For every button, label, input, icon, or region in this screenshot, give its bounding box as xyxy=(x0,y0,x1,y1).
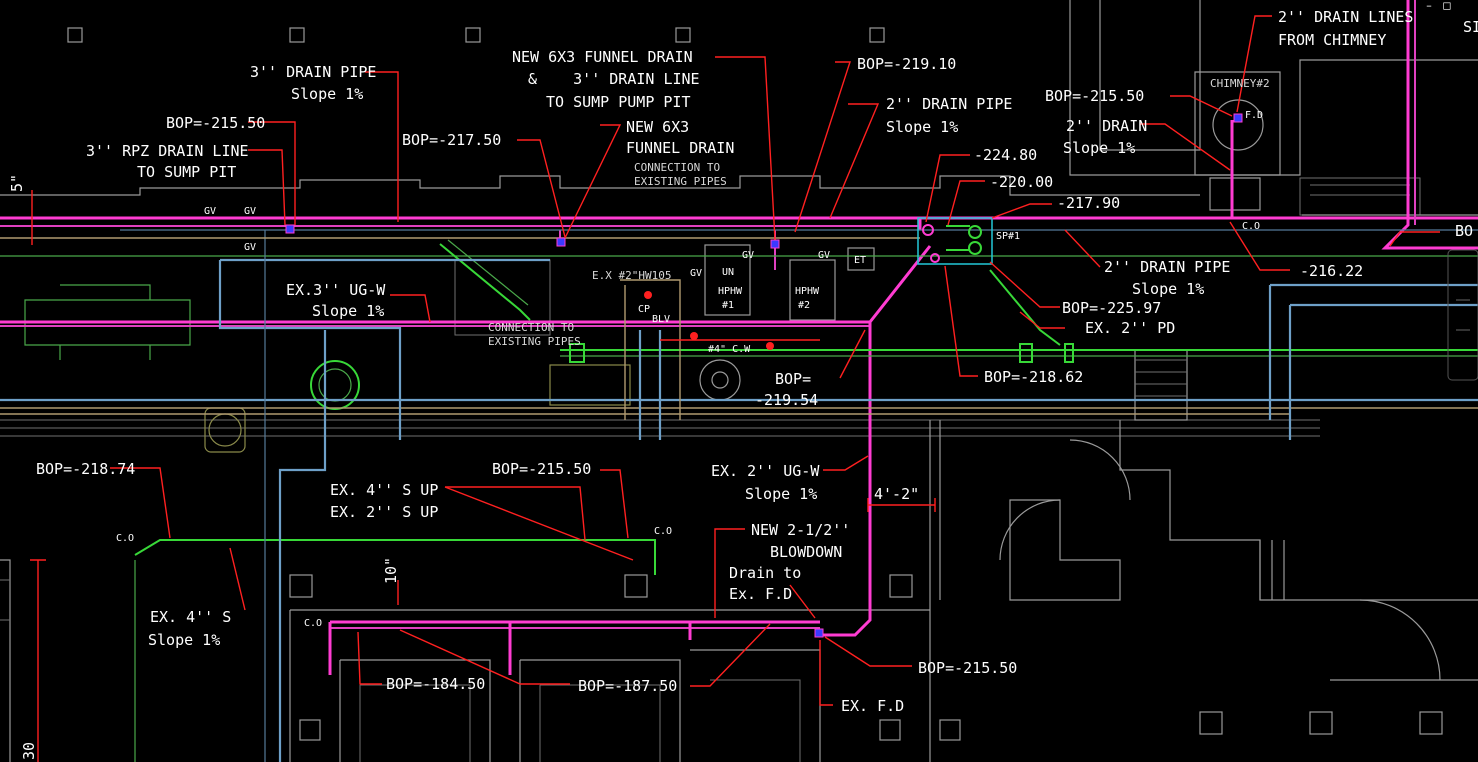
label-sp1: SP#1 xyxy=(996,231,1020,242)
label-gv-1: GV xyxy=(204,206,216,217)
label-slope-2in-top: Slope 1% xyxy=(886,118,958,136)
label-bop-218-74: BOP=-218.74 xyxy=(36,460,135,478)
label-funnel2-line1: NEW 6X3 xyxy=(626,118,689,136)
label-blowdown1: NEW 2-1/2'' xyxy=(751,521,850,539)
label-bop-218-62: BOP=-218.62 xyxy=(984,368,1083,386)
label-2in-drain-pipe-mid: 2'' DRAIN PIPE xyxy=(1104,258,1230,276)
label-bop-219-54-b: -219.54 xyxy=(755,391,818,409)
label-funnel1-line3: TO SUMP PUMP PIT xyxy=(546,93,691,111)
label-drain-to2: Ex. F.D xyxy=(729,585,792,603)
label-slope-ugw2: Slope 1% xyxy=(745,485,817,503)
label-slope-2in-drain: Slope 1% xyxy=(1063,139,1135,157)
label-rpz-line1: 3'' RPZ DRAIN LINE xyxy=(86,142,249,160)
annotations: 3'' DRAIN PIPE Slope 1% BOP=-215.50 3'' … xyxy=(8,8,1478,760)
label-bop-217-50: BOP=-217.50 xyxy=(402,131,501,149)
label-cw: #4" C.W xyxy=(708,344,751,355)
label-rpz-line2: TO SUMP PIT xyxy=(137,163,236,181)
label-dim-4-2: 4'-2" xyxy=(874,485,919,503)
label-bop-225-97: BOP=-225.97 xyxy=(1062,299,1161,317)
label-ex-hw: E.X #2"HW105 xyxy=(592,269,671,282)
label-fd-tag: F.D xyxy=(1245,110,1263,121)
label-ex-2in-s-up: EX. 2'' S UP xyxy=(330,503,438,521)
label-bop-219-10: BOP=-219.10 xyxy=(857,55,956,73)
label-si-edge: SI xyxy=(1463,18,1478,36)
label-gv-2: GV xyxy=(244,206,256,217)
label-ex-fd: EX. F.D xyxy=(841,697,904,715)
label-ex-4in-s: EX. 4'' S xyxy=(150,608,231,626)
label-gv-3: GV xyxy=(244,242,256,253)
label-slope-4in-s: Slope 1% xyxy=(148,631,220,649)
label-bop-187-50: BOP=-187.50 xyxy=(578,677,677,695)
label-slope-ugw3: Slope 1% xyxy=(312,302,384,320)
leader-lines xyxy=(31,15,1440,706)
label-gv-5: GV xyxy=(742,250,754,261)
drain-piping xyxy=(0,0,1478,675)
label-connection2-line2: EXISTING PIPES xyxy=(488,335,581,348)
label-connection1-line1: CONNECTION TO xyxy=(634,161,720,174)
label-2in-drain-pipe-top: 2'' DRAIN PIPE xyxy=(886,95,1012,113)
label-dim-30: 30 xyxy=(20,742,38,760)
label-et: ET xyxy=(854,255,866,266)
label-slope-3in: Slope 1% xyxy=(291,85,363,103)
label-ex-2in-ugw: EX. 2'' UG-W xyxy=(711,462,820,480)
label-un: UN xyxy=(722,267,734,278)
label-funnel1-line2: & 3'' DRAIN LINE xyxy=(528,70,700,88)
label-bop-215-50-right: BOP=-215.50 xyxy=(1045,87,1144,105)
label-co-right: C.O xyxy=(1242,221,1260,232)
label-elev-224-80: -224.80 xyxy=(974,146,1037,164)
navigation-bar-handle[interactable] xyxy=(1447,249,1478,381)
fixtures xyxy=(285,113,1243,638)
label-dim-5: 5" xyxy=(8,174,26,192)
label-gv-6: GV xyxy=(818,250,830,261)
label-connection1-line2: EXISTING PIPES xyxy=(634,175,727,188)
restore-button[interactable]: ◻ xyxy=(1442,0,1452,12)
label-co-left: C.O xyxy=(116,533,134,544)
label-hphw1-a: HPHW xyxy=(718,286,743,297)
label-drain-to1: Drain to xyxy=(729,564,801,582)
label-blv: BLV xyxy=(652,314,670,325)
label-3in-drain-pipe: 3'' DRAIN PIPE xyxy=(250,63,376,81)
label-gv-4: GV xyxy=(690,268,702,279)
label-funnel1-line1: NEW 6X3 FUNNEL DRAIN xyxy=(512,48,693,66)
label-chimney-tag: CHIMNEY#2 xyxy=(1210,77,1270,90)
label-chimney-lines2: FROM CHIMNEY xyxy=(1278,31,1386,49)
label-bop-184-50: BOP=-184.50 xyxy=(386,675,485,693)
label-bop-215-50-top: BOP=-215.50 xyxy=(166,114,265,132)
label-co-mid: C.O xyxy=(654,526,672,537)
label-dim-10: 10" xyxy=(382,557,400,584)
label-slope-2in-mid: Slope 1% xyxy=(1132,280,1204,298)
label-co-bottom: C.O xyxy=(304,618,322,629)
label-blowdown2: BLOWDOWN xyxy=(770,543,842,561)
label-elev-220-00: -220.00 xyxy=(990,173,1053,191)
label-hphw2-a: HPHW xyxy=(795,286,820,297)
label-bop-215-50-mid: BOP=-215.50 xyxy=(492,460,591,478)
water-piping xyxy=(0,229,1478,762)
label-bop-215-50-bottom: BOP=-215.50 xyxy=(918,659,1017,677)
sewer-piping xyxy=(0,239,1478,762)
label-elev-216-22: -216.22 xyxy=(1300,262,1363,280)
sump-pit-sp1 xyxy=(917,217,993,265)
label-cp: CP xyxy=(638,304,650,315)
label-ex-2in-pd: EX. 2'' PD xyxy=(1085,319,1175,337)
label-bo-edge: BO xyxy=(1455,222,1473,240)
label-funnel2-line2: FUNNEL DRAIN xyxy=(626,139,734,157)
label-connection2-line1: CONNECTION TO xyxy=(488,321,574,334)
label-chimney-lines1: 2'' DRAIN LINES xyxy=(1278,8,1413,26)
label-2in-drain: 2'' DRAIN xyxy=(1066,117,1147,135)
label-hphw2-b: #2 xyxy=(798,300,810,311)
label-hphw1-b: #1 xyxy=(722,300,734,311)
label-ex-3in-ugw: EX.3'' UG-W xyxy=(286,281,386,299)
label-ex-4in-s-up: EX. 4'' S UP xyxy=(330,481,438,499)
label-elev-217-90: -217.90 xyxy=(1057,194,1120,212)
label-bop-219-54-a: BOP= xyxy=(775,370,811,388)
minimize-button[interactable]: – xyxy=(1426,0,1432,12)
